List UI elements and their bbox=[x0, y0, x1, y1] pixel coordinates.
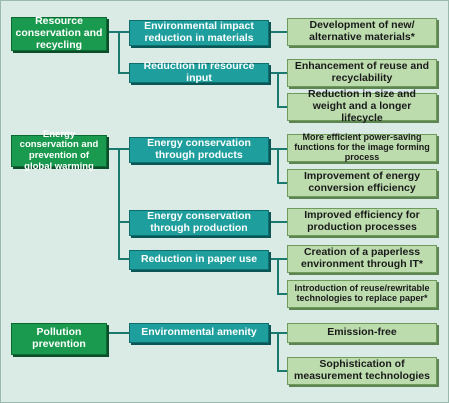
category-label: Resource conservation and recycling bbox=[15, 15, 103, 51]
branch-label: Reduction in resource input bbox=[143, 60, 255, 84]
branch-label: Environmental amenity bbox=[141, 326, 257, 339]
item-box: Creation of a paperless environment thro… bbox=[287, 245, 437, 273]
item-label: More efficient power-saving functions fo… bbox=[294, 132, 430, 162]
item-box: Reduction in size and weight and a longe… bbox=[287, 88, 437, 124]
item-box: Introduction of reuse/rewritable technol… bbox=[287, 280, 437, 308]
item-box: Development of new/ alternative material… bbox=[287, 18, 437, 46]
item-box: More efficient power-saving functions fo… bbox=[287, 132, 437, 162]
item-box: Sophistication of measurement technologi… bbox=[287, 357, 437, 385]
item-label: Enhancement of reuse and recyclability bbox=[294, 60, 430, 84]
connector-line bbox=[277, 370, 287, 372]
item-label: Reduction in size and weight and a longe… bbox=[308, 88, 416, 124]
category-box: Energy conservation and prevention of gl… bbox=[11, 129, 107, 171]
branch-box: Energy conservation through production bbox=[129, 210, 269, 236]
connector-line bbox=[277, 106, 287, 108]
branch-box: Energy conservation through products bbox=[129, 137, 269, 163]
branch-label: Energy conservation through production bbox=[147, 210, 251, 234]
category-box: Resource conservation and recycling bbox=[11, 15, 107, 51]
connector-line bbox=[118, 148, 120, 260]
item-label: Improvement of energy conversion efficie… bbox=[303, 170, 421, 194]
connector-line bbox=[107, 332, 129, 334]
branch-box: Environmental impact reduction in materi… bbox=[129, 20, 269, 46]
category-label: Energy conservation and prevention of gl… bbox=[19, 128, 99, 172]
connector-line bbox=[277, 293, 287, 295]
connector-line bbox=[118, 31, 120, 74]
item-label: Sophistication of measurement technologi… bbox=[294, 358, 430, 382]
connector-line bbox=[118, 221, 129, 223]
branch-box: Environmental amenity bbox=[129, 323, 269, 343]
item-box: Enhancement of reuse and recyclability bbox=[287, 59, 437, 87]
connector-line bbox=[277, 182, 287, 184]
connector-line bbox=[269, 31, 287, 33]
category-label: Pollution prevention bbox=[32, 326, 86, 350]
connector-line bbox=[277, 148, 279, 184]
branch-box: Reduction in paper use bbox=[129, 250, 269, 270]
item-label: Development of new/ alternative material… bbox=[309, 19, 415, 43]
item-label: Introduction of reuse/rewritable technol… bbox=[294, 283, 430, 303]
item-label: Improved efficiency for production proce… bbox=[304, 209, 420, 233]
item-box: Emission-free bbox=[287, 323, 437, 343]
connector-line bbox=[277, 258, 279, 295]
connector-line bbox=[118, 258, 129, 260]
connector-line bbox=[118, 72, 129, 74]
category-box: Pollution prevention bbox=[11, 323, 107, 355]
connector-line bbox=[277, 332, 279, 372]
item-label: Emission-free bbox=[327, 326, 397, 339]
branch-box: Reduction in resource input bbox=[129, 60, 269, 84]
item-box: Improvement of energy conversion efficie… bbox=[287, 169, 437, 197]
connector-line bbox=[277, 72, 279, 108]
branch-label: Energy conservation through products bbox=[147, 137, 251, 161]
connector-line bbox=[269, 221, 287, 223]
item-box: Improved efficiency for production proce… bbox=[287, 208, 437, 236]
item-label: Creation of a paperless environment thro… bbox=[301, 246, 423, 270]
branch-label: Environmental impact reduction in materi… bbox=[144, 20, 254, 44]
branch-label: Reduction in paper use bbox=[140, 253, 258, 266]
